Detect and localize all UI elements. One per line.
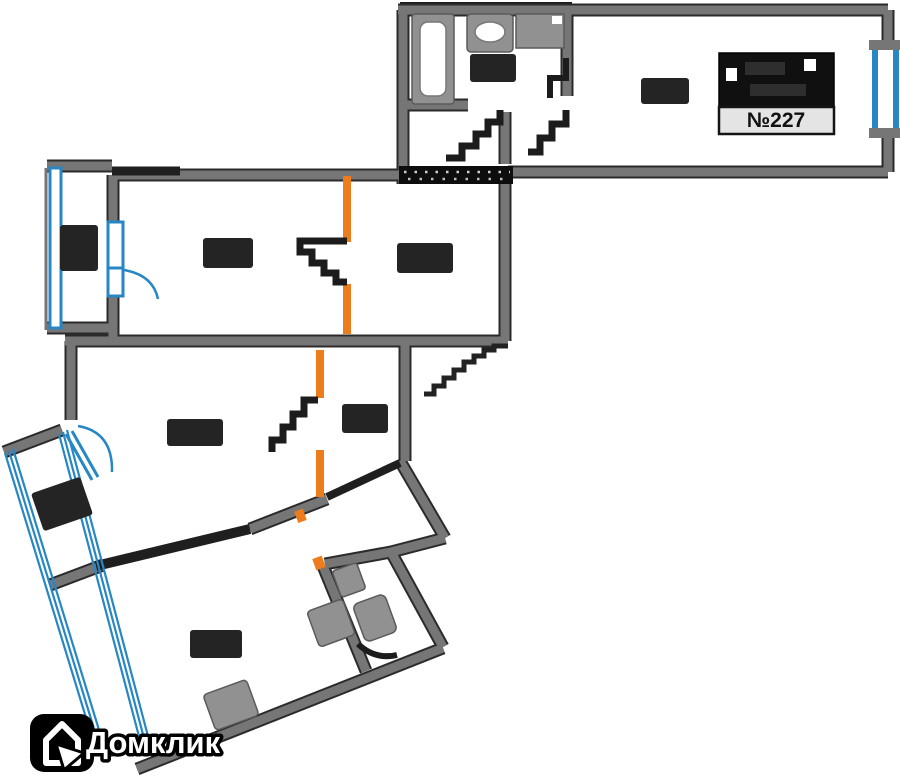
bedroom-furniture <box>203 679 259 731</box>
watermark-text: Домклик <box>86 725 221 760</box>
apartment-number-plate-text: №227 <box>747 109 805 132</box>
cabinet-detail <box>552 16 562 24</box>
balcony-1-door <box>106 220 160 300</box>
sink-small <box>332 562 366 598</box>
room-label-redacted <box>31 477 93 531</box>
room-label-redacted <box>60 225 98 271</box>
balcony-2-door <box>64 424 114 481</box>
balcony-1-glazing <box>44 166 63 330</box>
walls-dark-jagged <box>94 166 402 571</box>
toilet <box>353 594 397 642</box>
rotated-bathroom-fixtures <box>307 562 397 647</box>
room-label-redacted <box>167 419 223 446</box>
room-label-redacted <box>203 238 253 268</box>
bathroom-fixtures <box>411 13 565 105</box>
bathtub-inner <box>419 21 447 97</box>
sink-bowl <box>474 21 506 43</box>
door-swings <box>268 58 570 660</box>
room-label-redacted <box>470 54 516 82</box>
redacted-room-labels <box>31 54 689 658</box>
stepped-wall-outline <box>424 343 508 397</box>
watermark: Домклик <box>30 714 224 772</box>
washing-machine <box>307 599 355 647</box>
door-openings <box>294 176 351 571</box>
room-label-redacted <box>397 243 453 273</box>
house-cursor-icon <box>43 721 86 772</box>
balcony-2-glazing <box>3 429 151 748</box>
window-right <box>869 40 900 138</box>
room-label-redacted <box>190 630 242 658</box>
room-label-redacted <box>342 404 388 433</box>
apartment-number-plate: №227 <box>717 105 836 136</box>
room-label-redacted <box>641 78 689 104</box>
redacted-dimension-strip <box>399 166 513 184</box>
developer-logo-block <box>718 52 835 108</box>
